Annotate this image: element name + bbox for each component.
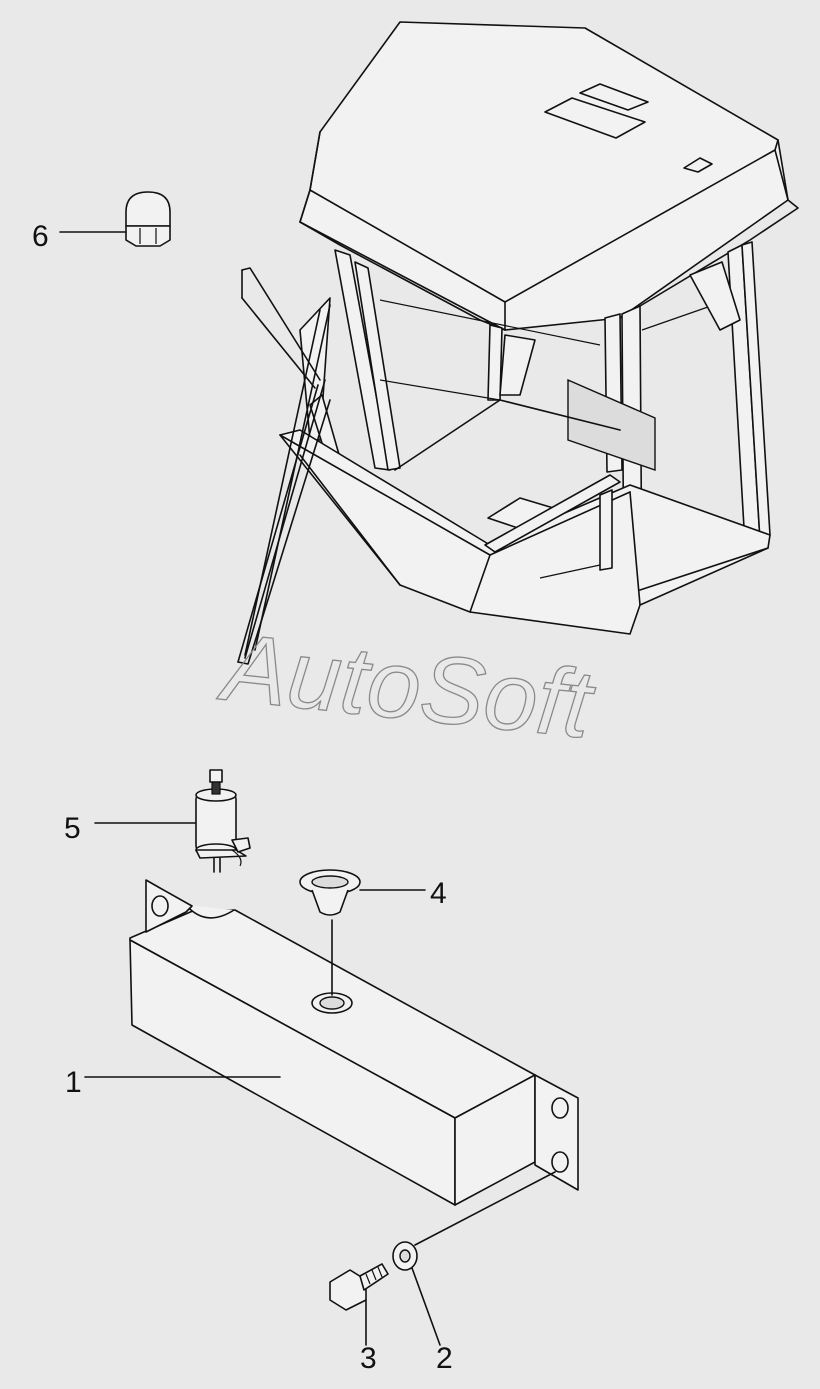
reservoir-tank-part-1	[84, 879, 579, 1206]
callout-label-5: 5	[64, 812, 81, 845]
callout-label-2: 2	[436, 1342, 453, 1375]
callout-label-4: 4	[430, 877, 447, 910]
callout-label-6: 6	[32, 220, 49, 253]
grommet-part-4	[299, 869, 426, 996]
autosoft-watermark: AutoSoft	[214, 613, 600, 759]
cap-nut-part-6	[59, 191, 171, 247]
washer-pump-part-5	[94, 769, 251, 873]
washer-part-2	[392, 1171, 556, 1346]
callout-label-1: 1	[65, 1066, 82, 1099]
operator-cab-illustration	[237, 21, 799, 665]
bolt-part-3	[329, 1263, 389, 1346]
callout-label-3: 3	[360, 1342, 377, 1375]
